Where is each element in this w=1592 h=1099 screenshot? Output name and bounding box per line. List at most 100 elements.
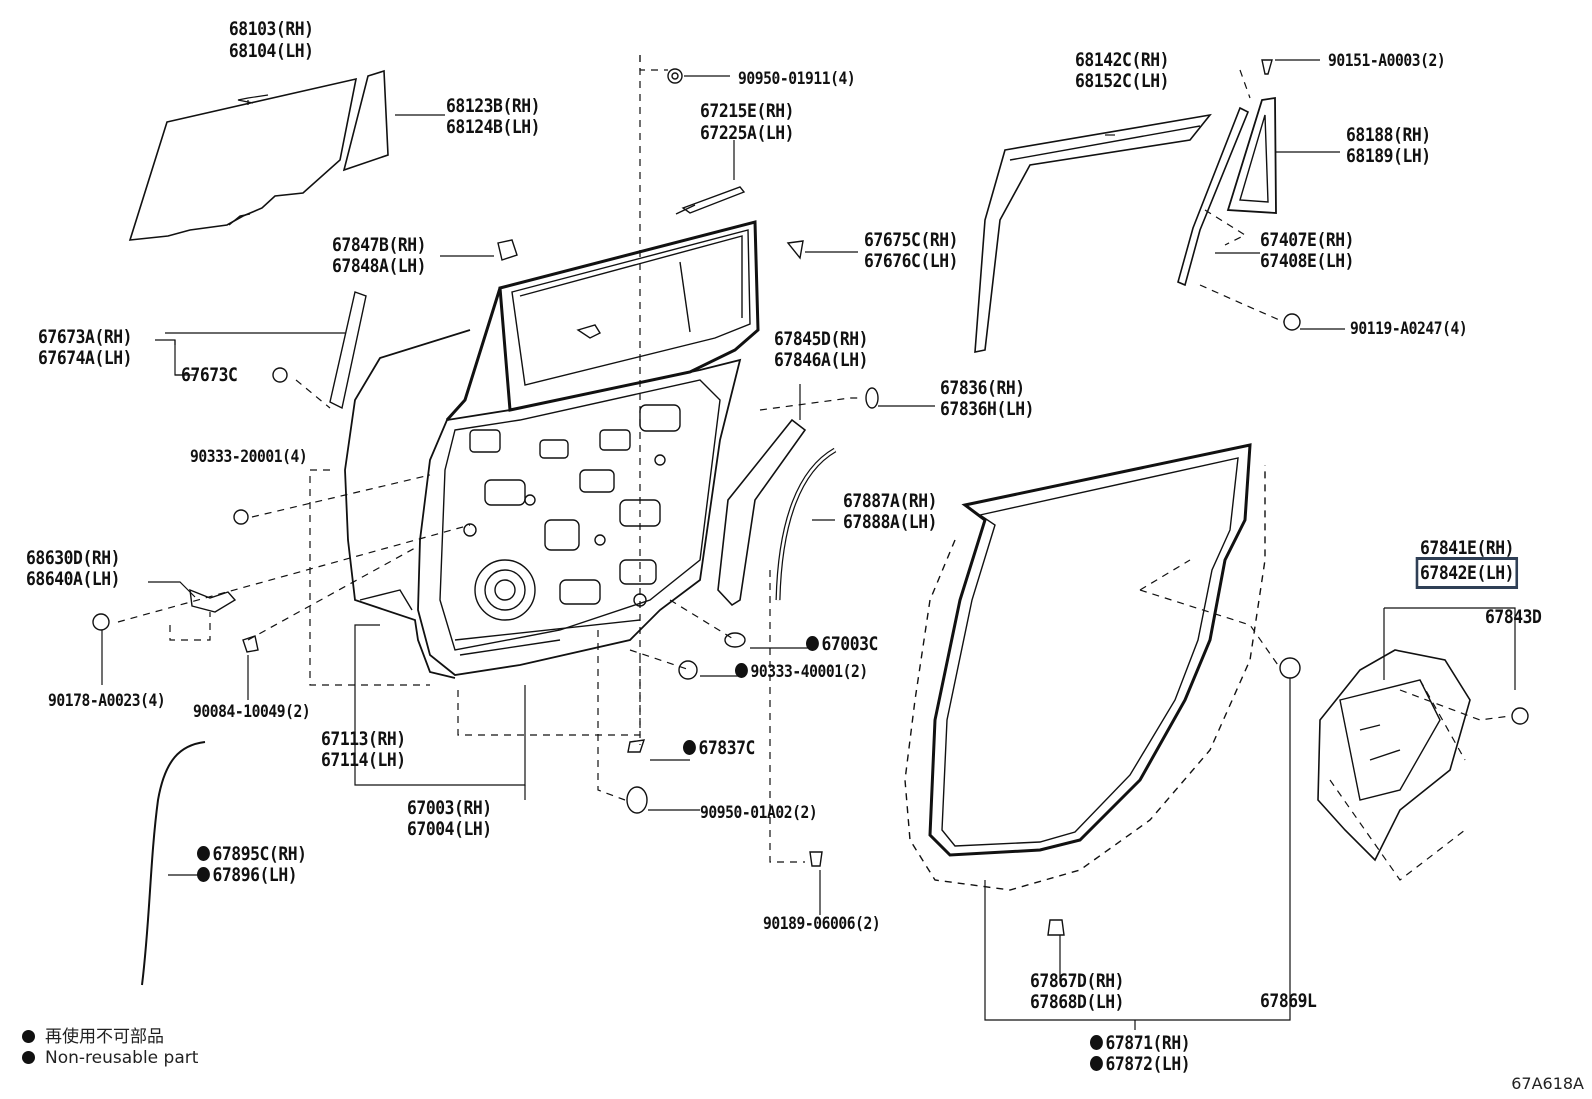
label-67837c-text: 67837C — [698, 737, 755, 759]
door-inner-panel-shape — [417, 358, 742, 676]
hinge-68630d-shape — [189, 588, 237, 613]
label-67847b: 67847B(RH) — [332, 234, 427, 256]
label-67867d: 67867D(RH) — [1030, 970, 1125, 992]
non-reusable-marker — [1090, 1035, 1103, 1050]
label-67004: 67004(LH) — [407, 818, 492, 840]
clip-90950-shape — [667, 68, 683, 84]
non-reusable-marker — [197, 867, 210, 882]
label-67225a: 67225A(LH) — [700, 122, 795, 144]
label-90119: 90119-A0247(4) — [1350, 319, 1468, 339]
label-90950-01911: 90950-01911(4) — [738, 69, 856, 89]
label-68104: 68104(LH) — [228, 40, 314, 62]
label-68630d: 68630D(RH) — [26, 547, 121, 569]
label-68188: 68188(RH) — [1346, 124, 1431, 146]
label-67673a: 67673A(RH) — [38, 326, 133, 348]
label-67845d: 67845D(RH) — [774, 328, 869, 350]
label-90950-01a02: 90950-01A02(2) — [700, 803, 818, 823]
label-67843d: 67843D — [1485, 606, 1542, 628]
label-68123b: 68123B(RH) — [446, 95, 541, 117]
label-90333-40001: 90333-40001(2) — [735, 661, 868, 683]
label-90333-20001: 90333-20001(4) — [190, 447, 308, 467]
clip-67003c-shape — [724, 632, 746, 648]
plug-90950-01a02-shape — [626, 786, 648, 814]
legend-dot-icon — [22, 1030, 35, 1043]
label-67896-text: 67896(LH) — [212, 864, 298, 886]
label-67674a: 67674A(LH) — [38, 347, 133, 369]
legend-en-text: Non-reusable part — [45, 1048, 199, 1068]
non-reusable-marker — [1090, 1056, 1103, 1071]
label-67408e: 67408E(LH) — [1260, 250, 1355, 272]
diagram-code: 67A618A — [1511, 1074, 1584, 1093]
clip-67837c-shape — [627, 739, 646, 753]
label-67675c: 67675C(RH) — [864, 229, 959, 251]
label-67003c: 67003C — [806, 633, 878, 655]
legend-en: Non-reusable part — [22, 1048, 198, 1068]
legend-jp: 再使用不可部品 — [22, 1022, 164, 1047]
nut-67673c-shape — [272, 367, 288, 383]
clip-67675c-shape — [786, 240, 804, 260]
label-67872-text: 67872(LH) — [1105, 1053, 1191, 1075]
weatherstrip-67871-shape — [928, 443, 1252, 857]
non-reusable-marker — [735, 663, 748, 678]
non-reusable-marker — [806, 636, 819, 651]
legend-jp-text: 再使用不可部品 — [45, 1027, 164, 1047]
strip-67407e-shape — [1177, 106, 1250, 287]
label-68103: 68103(RH) — [228, 18, 314, 40]
label-67895c-text: 67895C(RH) — [212, 843, 307, 865]
bolt-67843d-shape — [1511, 707, 1529, 725]
non-reusable-marker — [197, 846, 210, 861]
weatherstrip-68142c-shape — [974, 113, 1212, 353]
leader-lines — [101, 59, 1516, 1030]
glass-68188-shape — [1226, 96, 1277, 214]
cable-67895c-shape — [141, 741, 206, 986]
label-67896: 67896(LH) — [197, 864, 298, 886]
label-67871: 67871(RH) — [1090, 1032, 1191, 1054]
label-67114: 67114(LH) — [321, 749, 406, 771]
label-68152c: 68152C(LH) — [1075, 70, 1170, 92]
bolt-90189-shape — [809, 851, 823, 867]
label-67113: 67113(RH) — [321, 728, 406, 750]
label-67887a: 67887A(RH) — [843, 490, 938, 512]
screw-90151-shape — [1261, 59, 1273, 75]
label-67003: 67003(RH) — [407, 797, 492, 819]
label-90151: 90151-A0003(2) — [1328, 51, 1446, 71]
label-67673c: 67673C — [181, 364, 238, 386]
clip-67869l-shape — [1279, 657, 1301, 679]
label-67888a: 67888A(LH) — [843, 511, 938, 533]
label-68189: 68189(LH) — [1346, 145, 1431, 167]
label-68640a: 68640A(LH) — [26, 568, 121, 590]
label-90189: 90189-06006(2) — [763, 914, 881, 934]
label-67836h: 67836H(LH) — [940, 398, 1035, 420]
label-67872: 67872(LH) — [1090, 1053, 1191, 1075]
clip-67867d-shape — [1047, 919, 1065, 936]
non-reusable-marker — [683, 740, 696, 755]
label-67003c-text: 67003C — [821, 633, 878, 655]
label-67842e-highlighted[interactable]: 67842E(LH) — [1415, 557, 1519, 589]
door-outer-skin-shape — [344, 329, 471, 679]
label-67868d: 67868D(LH) — [1030, 991, 1125, 1013]
label-67895c: 67895C(RH) — [197, 843, 307, 865]
label-67407e: 67407E(RH) — [1260, 229, 1355, 251]
label-67215e: 67215E(RH) — [700, 100, 795, 122]
clip-67847b-shape — [497, 239, 518, 261]
bracket-67215e-shape — [681, 186, 746, 214]
label-67848a: 67848A(LH) — [332, 255, 427, 277]
plug-90333-20001-shape — [233, 509, 249, 525]
label-90333-40001-text: 90333-40001(2) — [750, 662, 868, 682]
door-glass-shape — [128, 77, 358, 241]
label-67869l: 67869L — [1260, 990, 1317, 1012]
label-67836-rh: 67836(RH) — [940, 377, 1025, 399]
bolt-90084-shape — [242, 635, 259, 653]
plug-90333-40001-shape — [678, 660, 698, 680]
plug-67836-shape — [865, 387, 879, 409]
label-90084: 90084-10049(2) — [193, 702, 311, 722]
label-68124b: 68124B(LH) — [446, 116, 541, 138]
dashed-leader-lines — [117, 55, 1511, 881]
quarter-glass-shape — [342, 69, 389, 172]
channel-67845d-shape — [717, 418, 807, 607]
garnish-67673a-shape — [329, 291, 367, 410]
legend-dot-icon — [22, 1051, 35, 1064]
label-67837c: 67837C — [683, 737, 755, 759]
bolt-90178-shape — [92, 613, 110, 631]
